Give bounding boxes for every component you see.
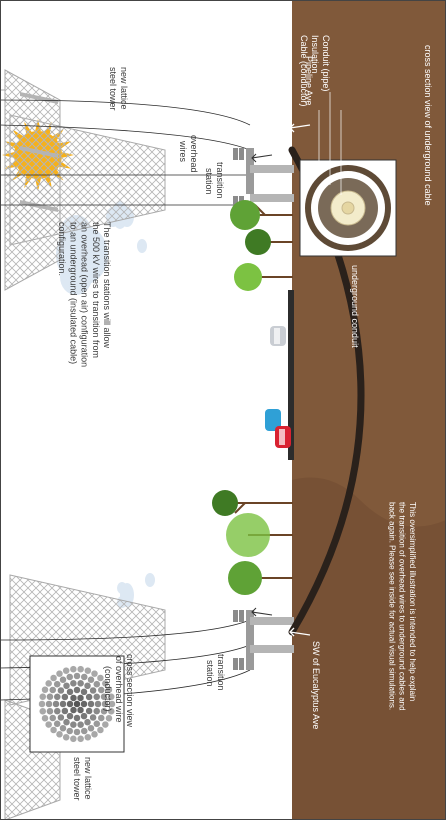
cable-section-label: cross section view of underground cable	[423, 45, 433, 206]
cloud-icon	[137, 239, 147, 253]
eucalyptus-ave-label: SW of Eucalyptus Ave	[311, 641, 321, 729]
cloud-icon	[145, 573, 155, 587]
underground-conduit-label: underground conduit	[350, 265, 360, 348]
car-icon	[270, 326, 286, 346]
disclaimer-text: This oversimplified illustration is inte…	[387, 502, 417, 713]
tower-top-label: new lattice steel tower	[108, 67, 129, 112]
car-icon	[275, 426, 291, 448]
cable-cross-section	[300, 160, 396, 256]
tower-bottom-label: new lattice steel tower	[72, 757, 93, 802]
